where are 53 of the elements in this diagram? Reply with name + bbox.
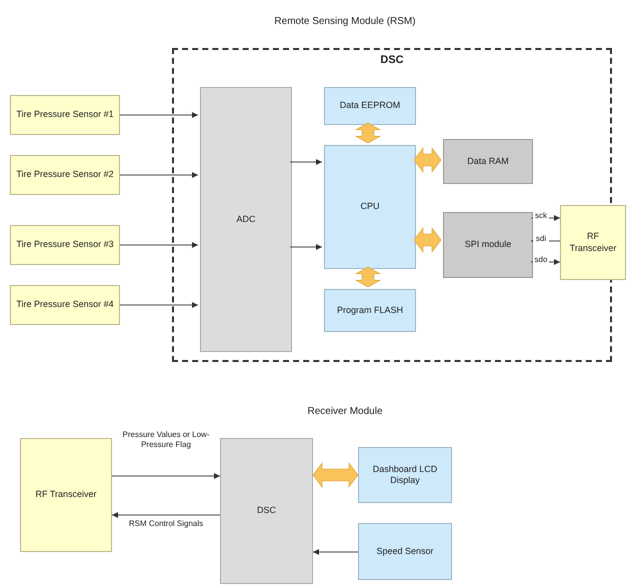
title: Remote Sensing Module (RSM) — [273, 15, 417, 29]
module-heading: DSC — [379, 54, 405, 68]
converter-box — [200, 87, 292, 352]
sensor-box — [358, 523, 452, 580]
node-label: Dashboard LCD Display — [372, 464, 438, 486]
node-label: Program FLASH — [336, 304, 404, 316]
processor-box — [324, 145, 416, 269]
node-label: Tire Pressure Sensor #3 — [15, 239, 115, 251]
arrow — [112, 473, 220, 479]
arrow — [530, 215, 560, 221]
memory-box — [324, 289, 416, 332]
edge-label: sdi — [533, 234, 549, 244]
node-label: Tire Pressure Sensor #2 — [15, 169, 115, 181]
sensor-box — [10, 285, 120, 325]
arrow — [290, 244, 322, 250]
node-label: SPI module — [464, 239, 512, 251]
bus-arrow — [414, 147, 442, 173]
arrow — [112, 512, 220, 518]
display-box — [358, 447, 452, 503]
arrow — [120, 112, 198, 118]
arrow — [120, 302, 198, 308]
edge-label: sck — [533, 211, 549, 221]
bus-arrow — [414, 227, 442, 253]
node-label: DSC — [256, 505, 277, 517]
sensor-box — [10, 225, 120, 265]
node-label: Tire Pressure Sensor #1 — [15, 109, 115, 121]
edge-label: Pressure Values or Low-Pressure Flag — [120, 430, 212, 450]
arrow — [290, 159, 322, 165]
node-label: Data RAM — [466, 156, 510, 168]
memory-box — [443, 139, 533, 184]
sensor-box — [10, 155, 120, 195]
edge-label: sdo — [533, 255, 549, 265]
arrow — [120, 172, 198, 178]
transceiver-box — [560, 205, 626, 280]
node-label: CPU — [359, 201, 380, 213]
node-label: RF Transceiver — [568, 231, 618, 254]
sensor-box — [10, 95, 120, 135]
node-label: Data EEPROM — [338, 100, 402, 112]
controller-box — [220, 438, 313, 584]
node-label: ADC — [235, 214, 256, 226]
bus-arrow — [312, 462, 358, 488]
node-label: Speed Sensor — [375, 546, 435, 558]
section-heading: Receiver Module — [306, 405, 384, 419]
arrow — [120, 242, 198, 248]
bus-arrow — [354, 122, 382, 144]
arrow — [530, 259, 560, 265]
memory-box — [324, 87, 416, 125]
bus-arrow — [354, 266, 382, 288]
arrow — [312, 549, 358, 555]
node-label: RF Transceiver — [34, 489, 98, 501]
node-label: Tire Pressure Sensor #4 — [15, 299, 115, 311]
transceiver-box — [20, 438, 112, 552]
interface-box — [443, 212, 533, 278]
